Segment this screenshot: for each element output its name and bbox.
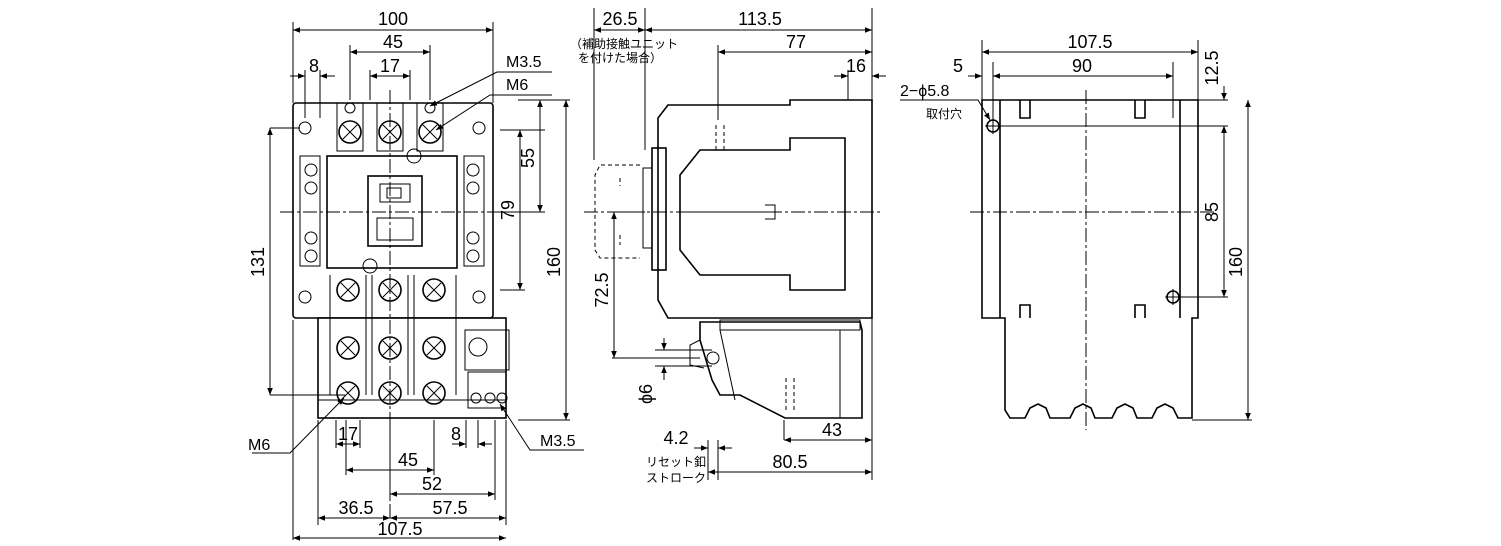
- side-dim-77: 77: [786, 32, 806, 52]
- front-dim-45-top: 45: [383, 32, 403, 52]
- mount-outline: [981, 99, 1199, 419]
- front-dim-100: 100: [378, 9, 408, 29]
- front-dim-107-5: 107.5: [377, 519, 422, 539]
- front-aux-terminals: [304, 148, 480, 274]
- side-coil-housing: [679, 137, 846, 291]
- side-aux-unit-hidden: [594, 164, 640, 259]
- front-dim-36-5: 36.5: [338, 498, 373, 518]
- side-note-aux-line1: （補助接触ユニット: [570, 36, 678, 51]
- front-right-terminal-column: [463, 155, 485, 267]
- front-dim-131: 131: [248, 247, 268, 277]
- front-dim-160: 160: [544, 247, 564, 277]
- side-contactor-body: [657, 99, 873, 319]
- front-leaders: [252, 71, 584, 454]
- mount-plate-inner: [999, 100, 1181, 318]
- front-armature-slot: [386, 187, 402, 199]
- mount-dim-107-5: 107.5: [1067, 32, 1112, 52]
- front-dim-52: 52: [422, 474, 442, 494]
- front-dimension-lines: [267, 27, 569, 541]
- mounting-view: 107.5 5 90 12.5 85 160 2−ϕ5.8 取付穴: [900, 32, 1252, 430]
- side-note-aux-line2: を付けた場合）: [578, 50, 662, 65]
- side-note-reset-line1: リセット釦: [646, 454, 706, 469]
- front-extension-lines: [270, 22, 570, 540]
- mount-note-holes: 2−ϕ5.8: [900, 83, 950, 100]
- front-overload-relay-body: [317, 317, 507, 419]
- mount-dim-90: 90: [1072, 56, 1092, 76]
- front-view: 100 45 17 8 131 160 55 79 17 8 45 52 36.…: [248, 9, 584, 541]
- side-dim-26-5: 26.5: [602, 9, 637, 29]
- front-armature: [367, 175, 423, 247]
- side-dim-113-5: 113.5: [738, 9, 782, 29]
- side-view: 26.5 113.5 77 16 72.5 ϕ6 4.2 43 80.5 （補助…: [570, 8, 886, 485]
- mount-dimension-lines: [900, 49, 1251, 420]
- side-dimension-lines: [594, 27, 886, 475]
- front-callout-m6-top: M6: [506, 77, 528, 94]
- front-dim-17-top: 17: [380, 56, 400, 76]
- front-callout-m6-bottom: M6: [248, 437, 270, 454]
- front-dim-45-bottom: 45: [398, 450, 418, 470]
- side-dim-phi-6: ϕ6: [636, 384, 656, 404]
- front-dim-8-bottom: 8: [451, 424, 461, 444]
- front-callout-m3-5-top: M3.5: [506, 54, 542, 71]
- front-dim-57-5: 57.5: [432, 498, 467, 518]
- front-dim-55: 55: [518, 148, 538, 168]
- side-dim-16: 16: [846, 56, 866, 76]
- side-dim-4-2: 4.2: [663, 428, 688, 448]
- side-note-reset-line2: ストローク: [646, 471, 706, 485]
- side-dim-72-5: 72.5: [592, 272, 612, 307]
- front-dim-8-top: 8: [309, 56, 319, 76]
- front-armature-inner: [379, 183, 411, 203]
- front-callout-m3-5-bottom: M3.5: [540, 433, 576, 450]
- mount-note-holes-label: 取付穴: [926, 106, 962, 121]
- front-dim-79: 79: [498, 200, 518, 220]
- mount-dim-5: 5: [953, 56, 963, 76]
- front-relay-terminals: [336, 329, 510, 409]
- front-left-terminal-column: [299, 155, 321, 267]
- side-dim-43: 43: [822, 420, 842, 440]
- side-overload-relay: [699, 321, 863, 419]
- mount-dim-12-5: 12.5: [1202, 50, 1222, 85]
- front-dim-17-bottom: 17: [338, 424, 358, 444]
- mount-dim-85: 85: [1202, 202, 1222, 222]
- front-armature-lower: [376, 217, 414, 241]
- mount-dim-160: 160: [1226, 247, 1246, 277]
- side-dim-80-5: 80.5: [772, 452, 807, 472]
